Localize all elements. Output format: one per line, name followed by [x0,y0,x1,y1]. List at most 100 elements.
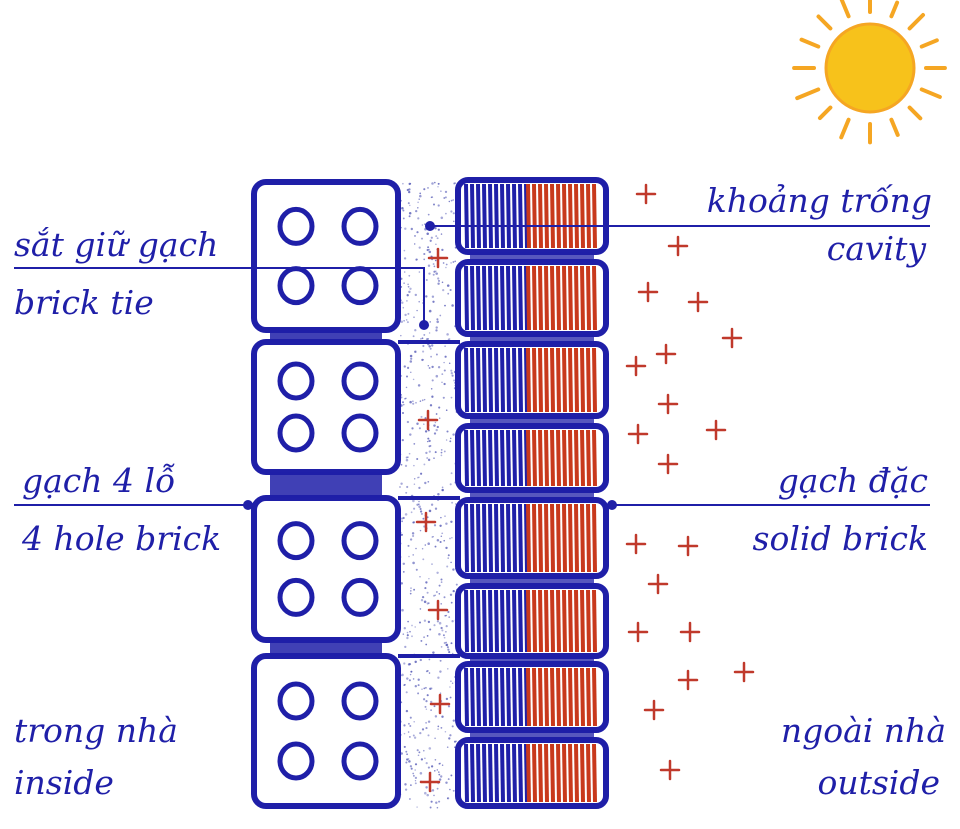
cavity-dot [444,304,446,307]
brick-hole [277,521,315,561]
cavity-dot [412,678,415,680]
hole-brick-outline [251,339,401,475]
cavity-dot [423,258,426,261]
cavity-dot [409,182,412,185]
cavity-dot [402,562,406,566]
heat-plus-icon [667,235,689,257]
heat-plus-icon [733,661,755,683]
cavity-dot [414,780,417,782]
cavity-dot [452,433,455,436]
brick-hole [277,361,315,401]
cavity-dot [440,233,443,235]
cavity-dot [435,329,438,332]
hole-brick-leaf [251,179,401,809]
cavity-dot [426,694,429,697]
cavity-dot [447,797,449,800]
cavity-dot [407,285,410,288]
heat-plus-icon [657,393,679,415]
label-solid-brick-vi: gạch đặc [777,461,928,500]
mortar-joint [270,640,382,656]
cavity-dot [412,335,415,338]
cavity-dot [451,652,454,655]
cavity-dot [445,263,448,266]
cavity-dot [452,589,455,593]
cavity-dot [411,427,414,430]
cavity-dot [434,770,436,772]
cavity-dot [431,182,434,185]
cavity-dot [441,248,444,252]
cavity-dot [443,369,446,372]
cavity-dot [437,182,440,185]
cavity-dot [427,766,430,769]
heat-plus-icon [657,453,679,475]
cavity-dot [447,778,450,781]
cavity-dot [433,705,436,708]
cavity-dot [438,632,441,636]
cavity-dot [443,539,446,542]
label-tie-en: brick tie [14,283,154,322]
cavity-dot [406,375,408,378]
heat-plus-icon [427,599,449,621]
cavity-dot [441,486,444,489]
cavity-dot [408,798,411,800]
cavity-dot [433,794,435,797]
cavity-dot [444,355,447,358]
cavity-dot [408,212,412,215]
cavity-dot [407,620,409,623]
cavity-dot [445,614,447,617]
cavity-dot [426,457,429,459]
cavity-dot [441,532,444,535]
cavity-dot [424,705,427,708]
cavity-dot [402,182,404,185]
heat-plus-icon [637,281,659,303]
cavity-dot [443,641,446,645]
brick-hole [277,577,315,617]
brick-hole [341,521,379,561]
cavity-dot [449,437,452,440]
cavity-dot [430,388,433,390]
cavity-dot [449,686,451,688]
cavity-dot [413,478,416,480]
heat-plus-icon [417,409,439,431]
cavity-dot [431,789,435,792]
cavity-dot [421,688,423,691]
cavity-dot [404,464,408,468]
cavity-dot [424,791,427,795]
cavity-dot [401,301,404,304]
cavity-dot [408,188,411,191]
brick-hole [341,577,379,617]
cavity-dot [424,481,427,485]
cavity-dot [425,338,429,341]
cavity-dot [436,237,439,240]
cavity-dot [452,568,455,571]
cavity-dot [413,464,415,467]
cavity-dot [425,762,428,765]
cavity-dot [444,190,448,194]
sun-ray [839,0,851,19]
cavity-dot [450,774,453,777]
cavity-dot [455,583,458,586]
cavity-dot [417,684,420,687]
heat-plus-icon [659,759,681,781]
cavity-dot [425,727,428,730]
cavity-dot [436,318,439,321]
cavity-dot [417,678,420,681]
cavity-dot [413,736,417,739]
hole-brick-outline [251,179,401,333]
label-hole-brick-vi: gạch 4 lỗ [22,461,176,500]
cavity-dot [440,775,443,778]
brick-hole [277,741,315,781]
cavity-dot [454,260,456,263]
label-cavity-vi: khoảng trống [706,181,932,220]
mortar-joint [470,490,594,500]
cavity-dot [413,243,416,245]
cavity-dot [450,561,452,564]
cavity-dot [416,309,418,312]
solid-brick [455,497,609,579]
cavity-dot [451,682,454,685]
cavity-dot [445,439,448,441]
cavity-dot [425,786,428,789]
cavity-dot [432,535,434,538]
cavity-dot [428,577,430,580]
